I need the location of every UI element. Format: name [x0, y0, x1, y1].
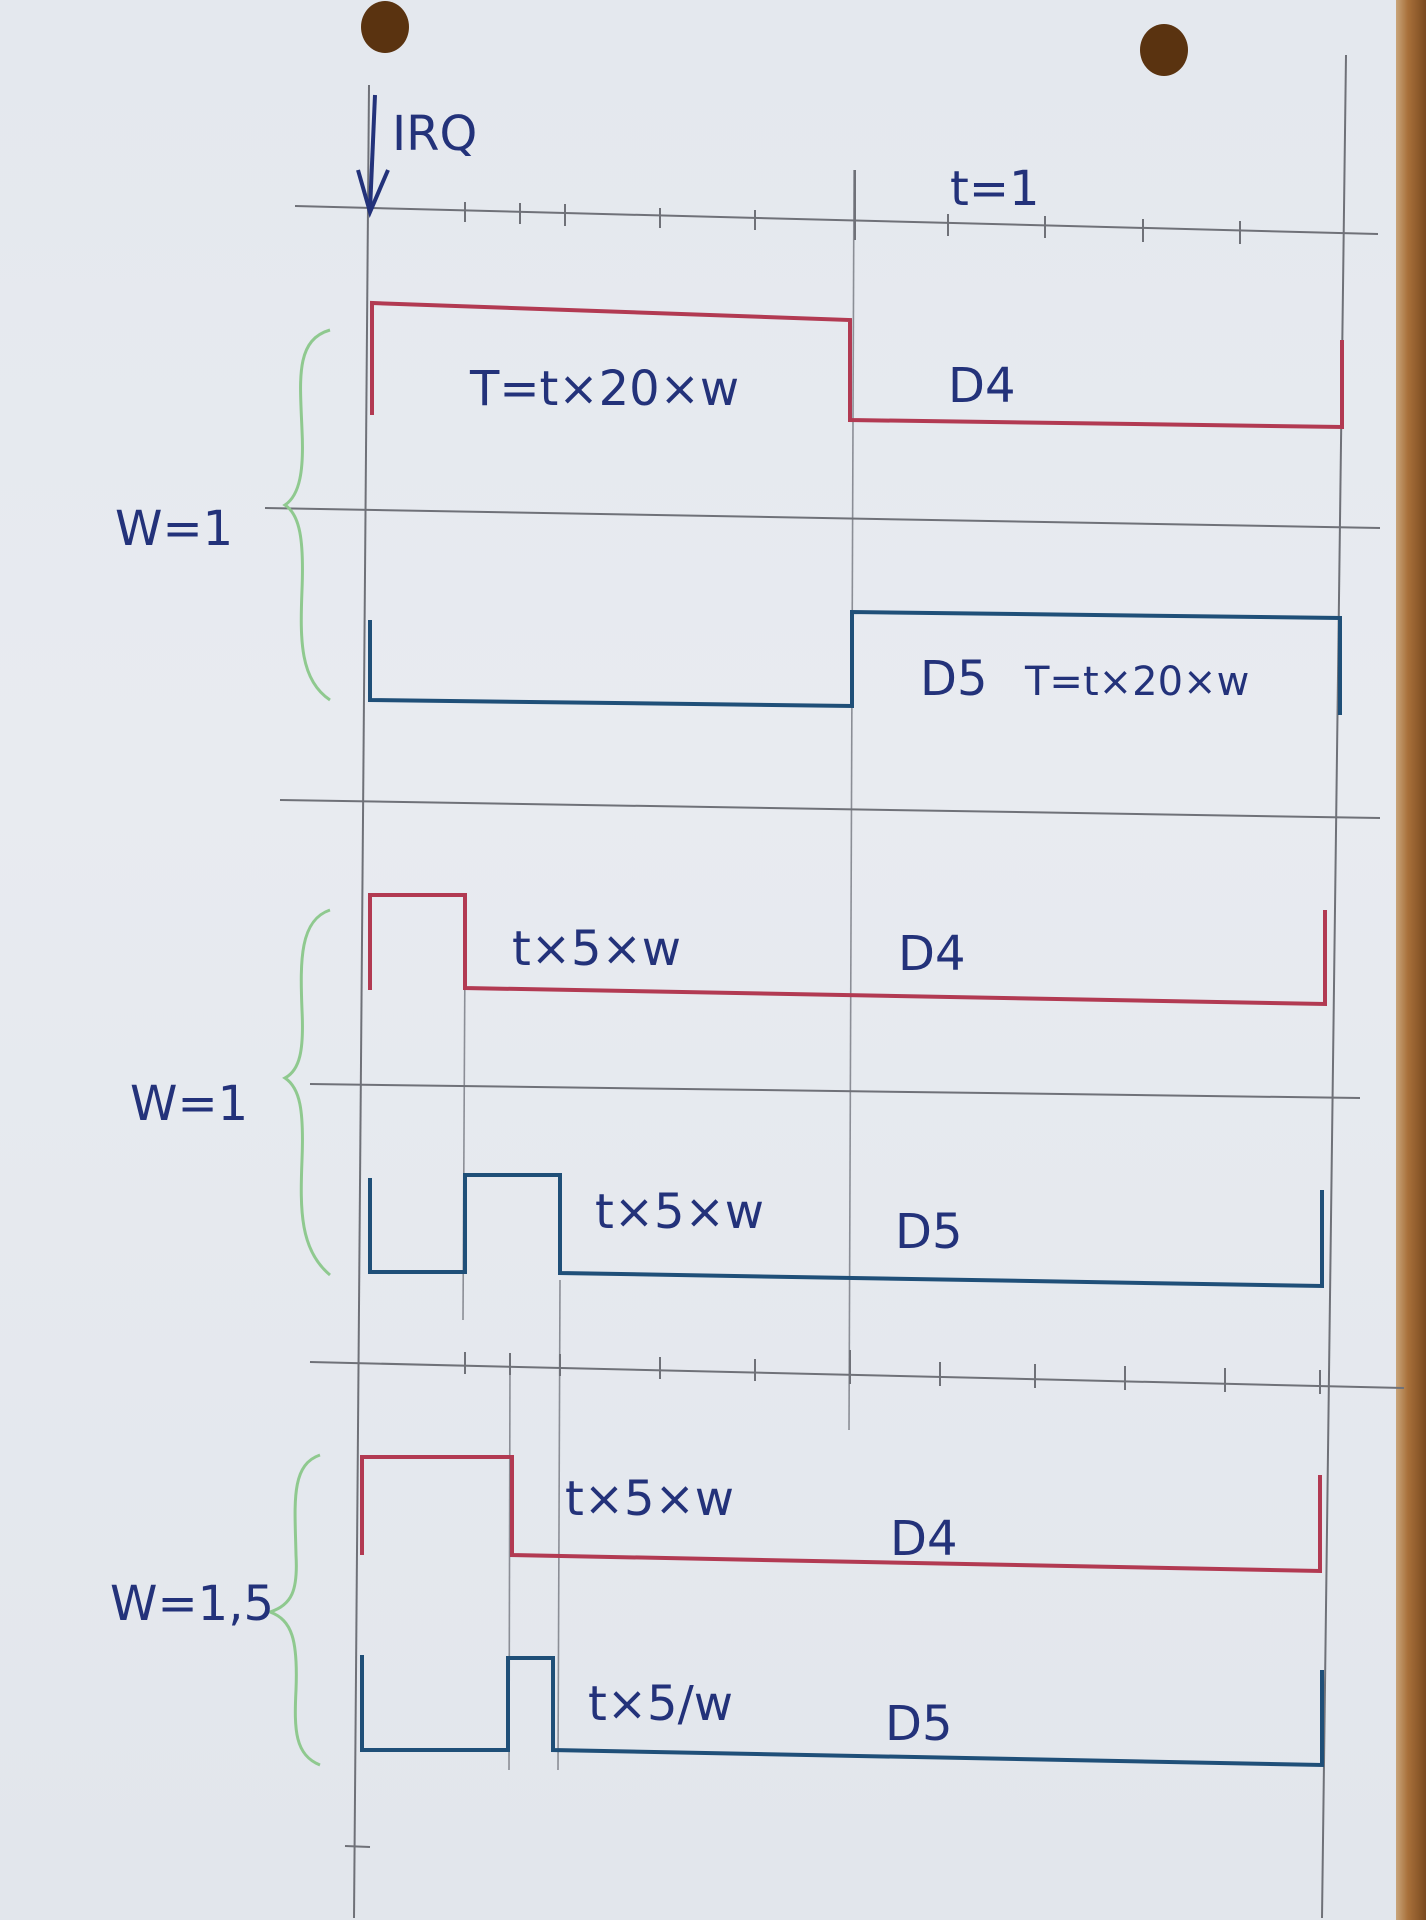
group3-d5-formula: t×5/w [588, 1676, 733, 1732]
group1-d4-label: D4 [948, 358, 1016, 414]
row-separator-3 [309, 1083, 1361, 1099]
group2-d5-label: D5 [895, 1204, 963, 1260]
row-separator-2 [279, 799, 1381, 819]
irq-vertical-line [353, 84, 370, 1919]
time-unit-label: t=1 [950, 161, 1040, 217]
group1-d5-trace [368, 609, 1342, 715]
group3-brace [265, 1453, 321, 1767]
bottom-tick [344, 1845, 371, 1848]
row-separator-1 [264, 507, 1381, 529]
group2-d5-trace [368, 1173, 1324, 1289]
group1-d4-trace [370, 300, 1344, 430]
irq-label: IRQ [392, 106, 477, 162]
group1-d5-label: D5 [920, 651, 988, 707]
group2-d4-formula: t×5×w [512, 921, 681, 977]
midpoint-vertical-line [848, 169, 855, 1431]
time-axis-bottom [309, 1350, 1405, 1394]
group1-d5-formula: T=t×20×w [1024, 659, 1249, 705]
group2-brace [282, 908, 331, 1277]
group2-d5-formula: t×5×w [595, 1184, 764, 1240]
group3-d4-trace [360, 1455, 1322, 1574]
group3-weight-label: W=1,5 [110, 1576, 274, 1632]
punch-hole-right [1140, 24, 1188, 76]
group1-d4-formula: T=t×20×w [469, 361, 739, 417]
group3-d5-trace [360, 1655, 1324, 1768]
punch-hole-left [361, 1, 409, 53]
group2-d4-label: D4 [898, 926, 966, 982]
group3-d4-label: D4 [890, 1511, 958, 1567]
group2-d4-trace [368, 893, 1327, 1007]
irq-arrow-icon [356, 94, 390, 218]
tick-guide-3 [557, 1279, 561, 1771]
time-axis-top [294, 170, 1379, 244]
table-edge [1396, 0, 1426, 1920]
group2-weight-label: W=1 [130, 1076, 248, 1132]
group3-d4-formula: t×5×w [565, 1471, 734, 1527]
group3-d5-label: D5 [885, 1696, 953, 1752]
group1-weight-label: W=1 [115, 501, 233, 557]
group1-brace [282, 328, 331, 702]
